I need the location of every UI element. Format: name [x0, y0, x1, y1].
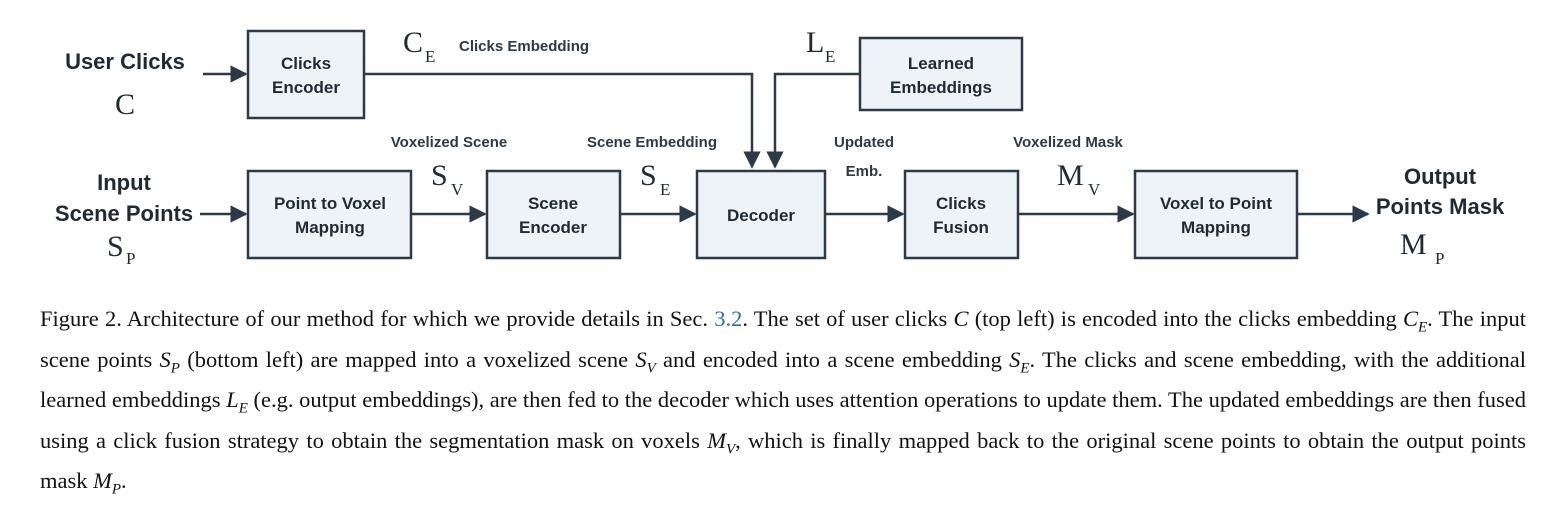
scene-points-label-2: Scene Points	[55, 201, 193, 226]
voxelized-mask-label: Voxelized Mask	[1013, 134, 1123, 151]
caption-text: and encoded into a scene embedding	[655, 346, 1010, 372]
connectors	[200, 65, 1370, 223]
math-subscript: P	[170, 360, 180, 376]
learned-subscript: E	[825, 47, 835, 66]
math-symbol: M	[707, 427, 726, 453]
caption-text: , which is finally mapped back to the or…	[40, 427, 1526, 494]
scene-points-symbol: S	[107, 230, 124, 263]
scene-points-label-1: Input	[97, 170, 151, 195]
math-symbol: S	[1009, 346, 1021, 372]
scene-embedding-subscript: E	[660, 180, 670, 199]
output-label-1: Output	[1404, 164, 1477, 189]
arrow-clicks-embedding-to-decoder	[364, 72, 761, 169]
math-subscript: V	[725, 441, 736, 457]
caption-text: .	[121, 468, 127, 493]
math-symbol: S	[159, 346, 171, 372]
point-to-voxel-label-1: Point to Voxel	[274, 194, 386, 213]
decoder-box	[695, 169, 827, 260]
updated-emb-label-1: Updated	[834, 134, 894, 151]
decoder-label: Decoder	[727, 206, 795, 225]
arrow-learned-to-decoder	[766, 72, 860, 169]
math-symbol: C	[1402, 306, 1418, 331]
math-symbol: L	[226, 387, 239, 412]
caption-text: . The input scene points	[40, 306, 1526, 372]
voxel-to-point-label-1: Voxel to Point	[1160, 194, 1272, 213]
caption-text: . The set of user clicks	[742, 306, 954, 331]
updated-emb-label-2: Emb.	[846, 163, 883, 180]
voxel-to-point-box	[1133, 169, 1299, 260]
clicks-embedding-symbol: C	[403, 26, 423, 59]
clicks-encoder-label-1: Clicks	[281, 54, 331, 73]
math-subscript: E	[238, 400, 248, 417]
architecture-diagram: Clicks Encoder Learned Embeddings Point …	[55, 26, 1505, 268]
learned-embeddings-label-1: Learned	[908, 54, 974, 73]
clicks-embedding-subscript: E	[425, 47, 435, 66]
math-symbol: C	[953, 306, 969, 331]
scene-encoder-label-2: Encoder	[519, 218, 587, 237]
scene-embedding-symbol: S	[640, 159, 657, 192]
output-label-2: Points Mask	[1376, 194, 1505, 219]
caption-text: (e.g. output embeddings), are then fed t…	[40, 387, 1526, 453]
voxelized-scene-symbol: S	[431, 159, 448, 192]
math-symbol: S	[635, 346, 647, 372]
voxelized-scene-subscript: V	[451, 180, 464, 199]
clicks-encoder-label-2: Encoder	[272, 78, 340, 97]
caption-text: Figure 2. Architecture of our method for…	[40, 306, 715, 331]
caption-text: (top left) is encoded into the clicks em…	[968, 306, 1403, 331]
math-symbol: M	[93, 468, 112, 493]
point-to-voxel-box	[246, 169, 413, 260]
caption-text: (bottom left) are mapped into a voxelize…	[179, 346, 636, 372]
voxelized-mask-subscript: V	[1088, 180, 1101, 199]
learned-embeddings-label-2: Embeddings	[890, 78, 992, 97]
output-symbol: M	[1400, 228, 1427, 261]
output-subscript: P	[1435, 249, 1444, 268]
math-subscript: P	[111, 481, 122, 498]
clicks-embedding-label: Clicks Embedding	[459, 38, 589, 55]
math-subscript: V	[646, 360, 656, 376]
clicks-encoder-box	[246, 29, 366, 120]
scene-points-subscript: P	[126, 249, 135, 268]
user-clicks-symbol: C	[115, 88, 135, 121]
clicks-fusion-box	[903, 169, 1020, 260]
point-to-voxel-label-2: Mapping	[295, 218, 365, 237]
caption-text: . The clicks and scene embedding, with t…	[40, 346, 1527, 413]
voxelized-scene-label: Voxelized Scene	[391, 134, 507, 151]
scene-embedding-label: Scene Embedding	[587, 134, 717, 151]
figure-caption: Figure 2. Architecture of our method for…	[40, 303, 1526, 506]
math-subscript: E	[1417, 319, 1428, 336]
voxelized-mask-symbol: M	[1057, 159, 1084, 192]
scene-encoder-box	[485, 169, 622, 260]
section-reference-link[interactable]: 3.2	[714, 306, 743, 331]
learned-symbol: L	[806, 26, 824, 59]
scene-encoder-label-1: Scene	[528, 194, 578, 213]
clicks-fusion-label-2: Fusion	[933, 218, 989, 237]
clicks-fusion-label-1: Clicks	[936, 194, 986, 213]
math-subscript: E	[1020, 360, 1030, 376]
voxel-to-point-label-2: Mapping	[1181, 218, 1251, 237]
user-clicks-label: User Clicks	[65, 49, 185, 74]
learned-embeddings-box	[858, 36, 1024, 112]
